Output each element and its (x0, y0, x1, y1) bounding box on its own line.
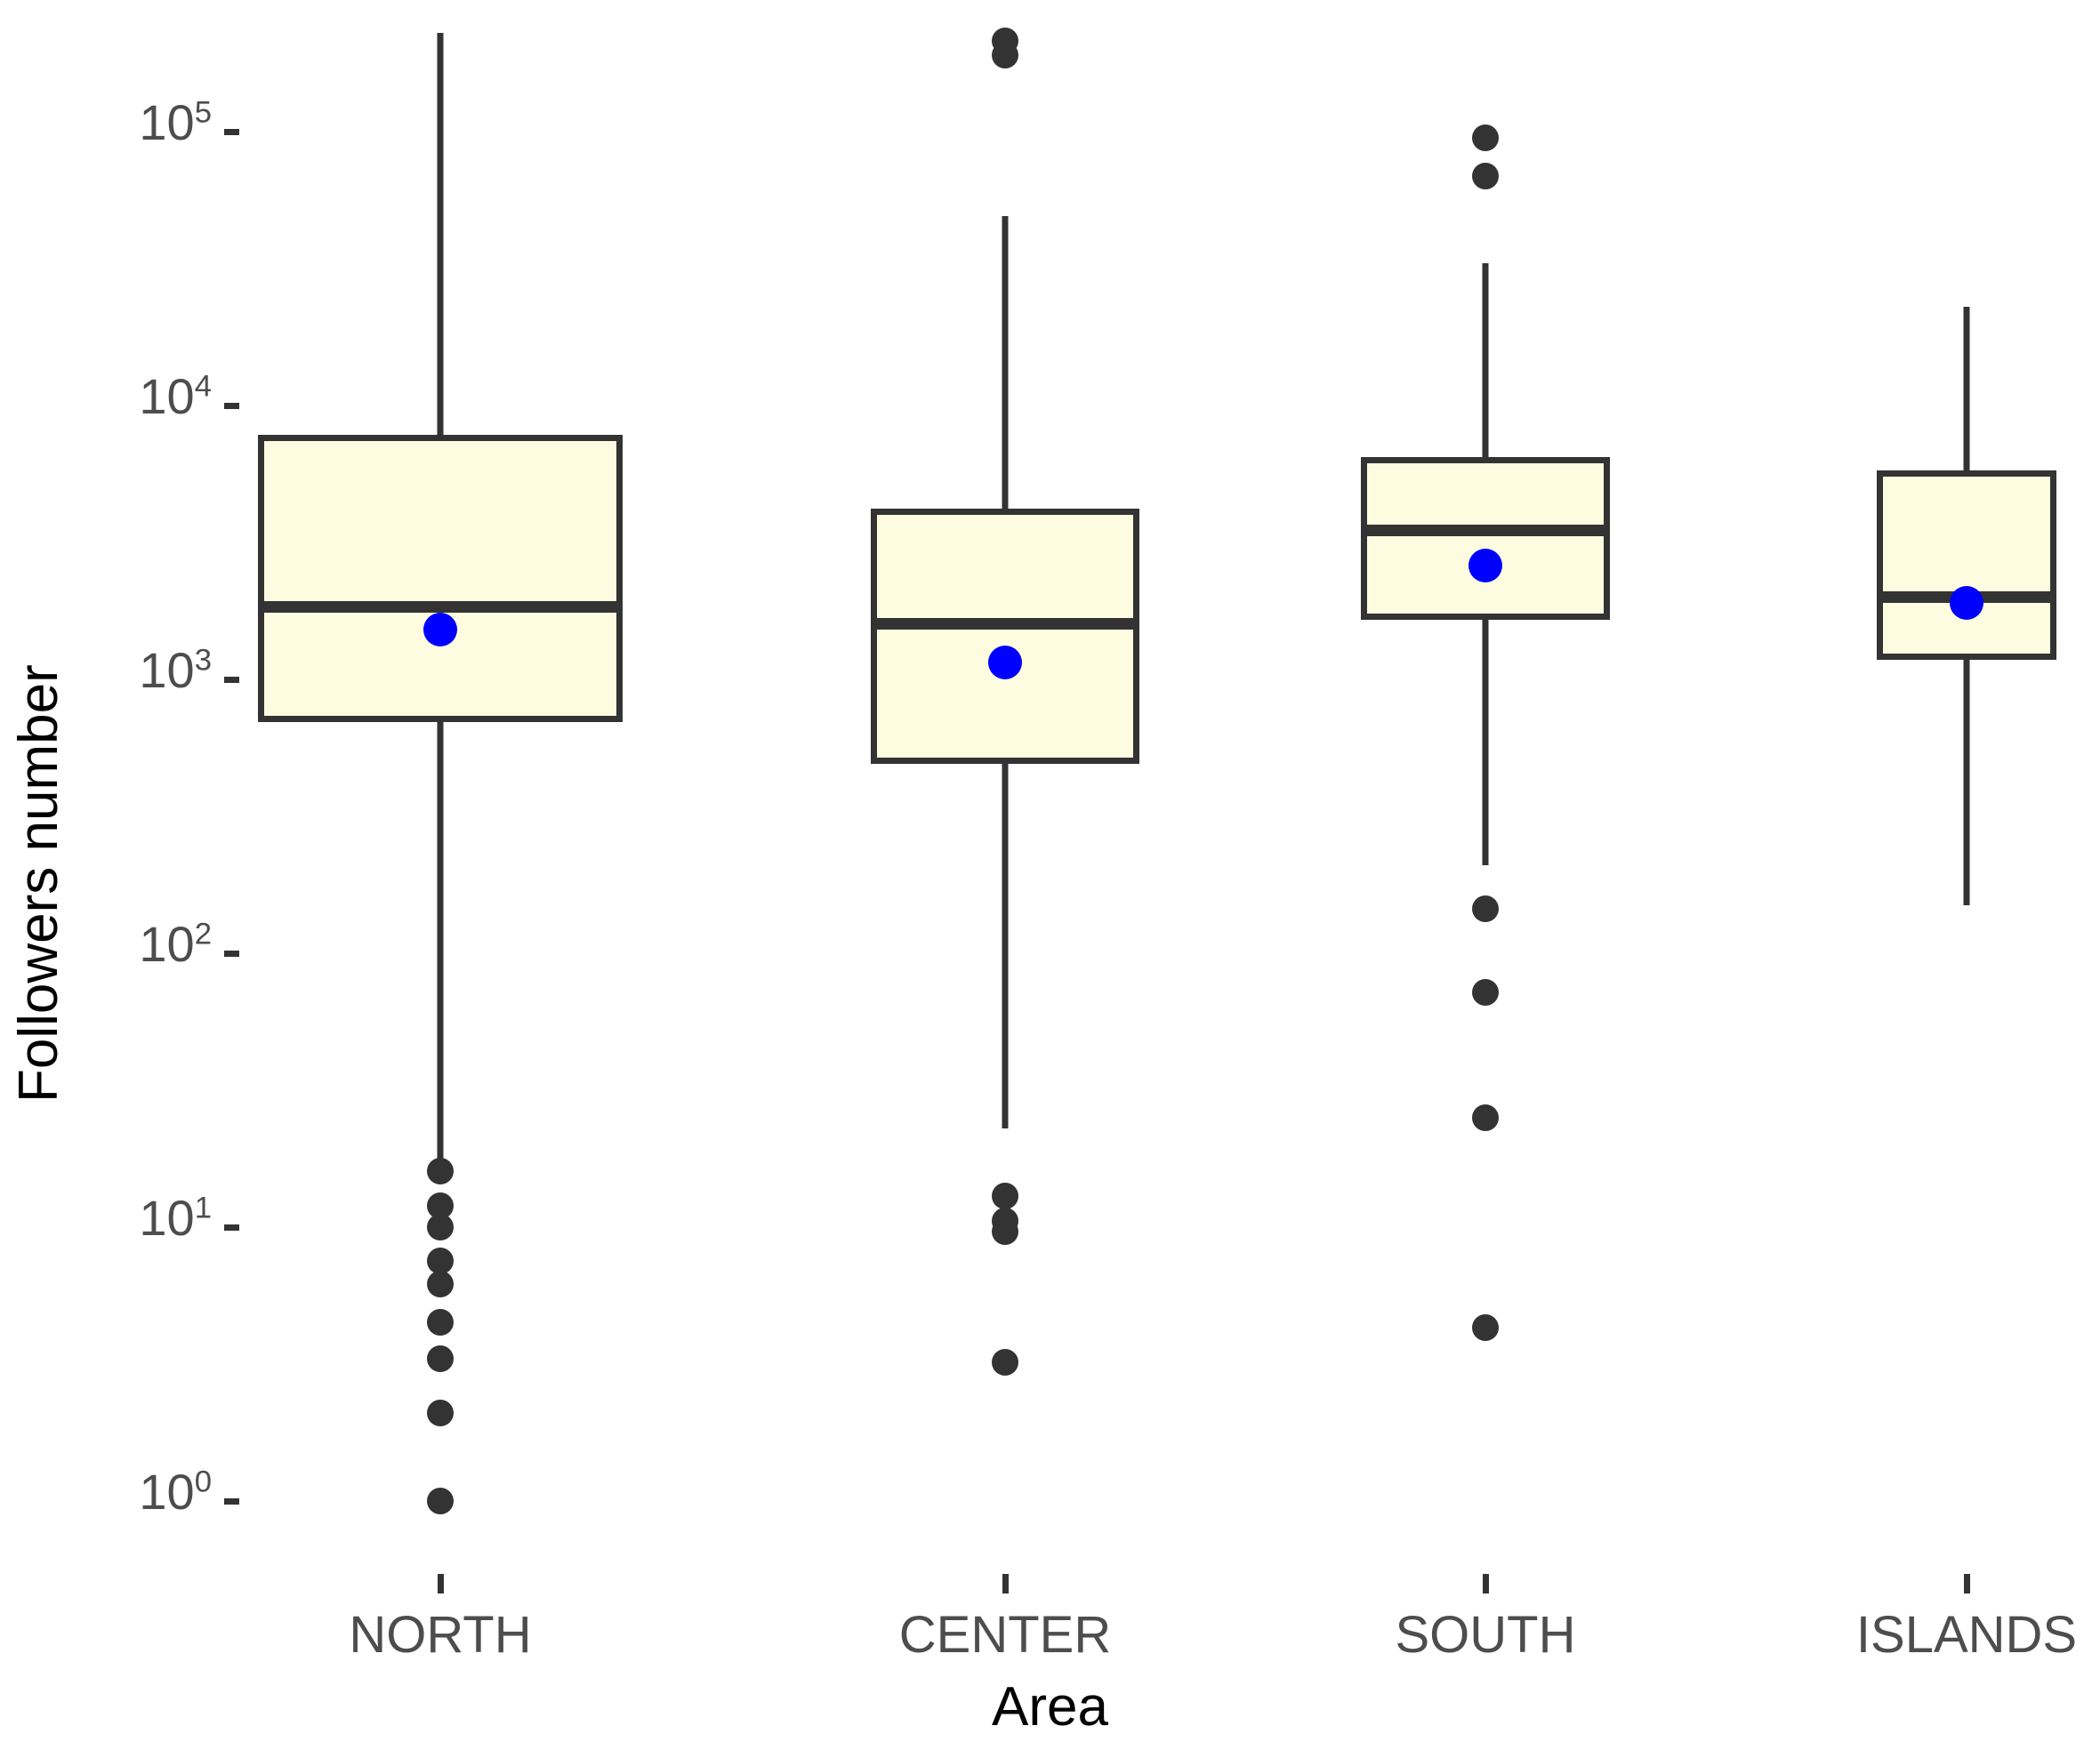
outlier-point (1472, 978, 1499, 1006)
outlier-point (427, 1214, 454, 1240)
whisker-lower (1002, 764, 1009, 1128)
outlier-point (1472, 895, 1499, 923)
x-tick-label-north: NORTH (349, 1606, 532, 1664)
y-tick-label: 101 (139, 1190, 212, 1246)
y-tick-mark (224, 1498, 239, 1505)
outlier-point (427, 1308, 454, 1336)
outlier-point (427, 1488, 454, 1514)
box-iqr (871, 509, 1139, 765)
outlier-point (1472, 162, 1499, 189)
outlier-point (992, 1182, 1018, 1209)
outlier-point (427, 1158, 454, 1185)
mean-point (988, 646, 1022, 680)
y-tick-mark (224, 1224, 239, 1231)
y-tick-label: 100 (139, 1464, 212, 1520)
mean-point (1468, 549, 1502, 583)
box-iqr (1361, 456, 1610, 620)
y-tick-mark (224, 677, 239, 683)
box-iqr (1877, 470, 2056, 660)
x-tick-label-islands: ISLANDS (1855, 1606, 2078, 1664)
x-tick-mark (1483, 1574, 1489, 1593)
x-tick-label-south: SOUTH (1395, 1606, 1576, 1664)
y-tick-mark (224, 403, 239, 409)
whisker-lower (1963, 659, 1970, 905)
x-tick-mark (1002, 1574, 1009, 1593)
y-tick-label: 103 (139, 642, 212, 698)
whisker-lower (1482, 620, 1489, 865)
y-tick-label: 105 (139, 94, 212, 150)
outlier-point (1472, 1104, 1499, 1132)
whisker-upper (437, 32, 444, 436)
y-tick-mark (224, 129, 239, 135)
outlier-point (992, 1218, 1018, 1246)
whisker-upper (1963, 306, 1970, 470)
median-line (871, 618, 1139, 630)
x-tick-mark (1964, 1574, 1970, 1593)
box-iqr (258, 435, 623, 722)
mean-point (423, 612, 457, 646)
x-tick-label-center: CENTER (898, 1606, 1112, 1664)
x-tick-mark (438, 1574, 444, 1593)
y-axis-title-text: Followers number (8, 664, 69, 1103)
mean-point (1950, 586, 1983, 621)
outlier-point (1472, 124, 1499, 151)
outlier-point (427, 1399, 454, 1426)
outlier-point (427, 1270, 454, 1297)
outlier-point (427, 1248, 454, 1275)
outlier-point (1472, 1313, 1499, 1341)
x-axis-title: Area (992, 1676, 1108, 1738)
whisker-lower (437, 721, 444, 1172)
y-tick-label: 104 (139, 368, 212, 424)
median-line (1361, 525, 1610, 537)
outlier-point (427, 1345, 454, 1373)
outlier-point (992, 42, 1018, 69)
median-line (258, 600, 623, 613)
y-tick-mark (224, 951, 239, 957)
whisker-upper (1482, 263, 1489, 457)
y-tick-label: 102 (139, 916, 212, 972)
outlier-point (992, 1349, 1018, 1377)
whisker-upper (1002, 216, 1009, 510)
